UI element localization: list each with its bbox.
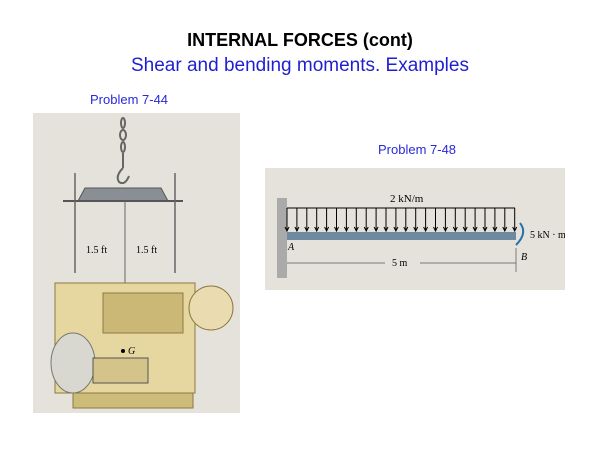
load-label: 2 kN/m: [390, 193, 424, 205]
load-arrow: [324, 208, 330, 233]
load-arrow: [314, 208, 320, 233]
load-arrow: [353, 208, 359, 233]
span-label: 5 m: [392, 258, 408, 269]
moment-arrow: [515, 222, 525, 246]
end-b: B: [521, 252, 527, 263]
chain-hook: [116, 117, 130, 185]
end-a: A: [287, 242, 295, 253]
load-arrow: [433, 208, 438, 233]
load-arrow: [304, 208, 310, 233]
cantilever-beam-figure: 2 kN/m 5 kN · m A B 5 m: [265, 168, 565, 290]
load-arrow: [334, 208, 339, 233]
load-arrow: [294, 208, 300, 233]
point-g: G: [128, 346, 135, 357]
engine-hoist-figure: 1.5 ft 1.5 ft G: [33, 113, 240, 413]
load-arrow: [373, 208, 379, 233]
load-arrow: [442, 208, 448, 233]
load-arrow: [423, 208, 429, 233]
problem-label-7-44: Problem 7-44: [90, 92, 169, 107]
wall-support: [277, 198, 287, 278]
load-arrow: [413, 208, 419, 233]
slide-title: INTERNAL FORCES (cont): [187, 30, 413, 50]
moment-label: 5 kN · m: [530, 230, 565, 241]
beam: [287, 232, 516, 240]
dim-right: 1.5 ft: [136, 245, 157, 256]
slide-subtitle: Shear and bending moments. Examples: [131, 55, 469, 76]
load-arrow: [502, 208, 508, 233]
load-arrow: [452, 208, 458, 233]
load-arrow: [472, 208, 478, 233]
load-arrow: [363, 208, 369, 233]
load-arrow: [383, 208, 389, 233]
problem-label-7-48: Problem 7-48: [378, 142, 457, 157]
load-arrow: [343, 208, 349, 233]
dim-left: 1.5 ft: [86, 245, 107, 256]
distributed-load-arrows: [284, 208, 518, 233]
load-arrow: [482, 208, 488, 233]
load-arrow: [403, 208, 409, 233]
spreader-bar: [77, 187, 169, 202]
load-arrow: [512, 208, 518, 233]
load-arrow: [492, 208, 498, 233]
load-arrow: [284, 208, 290, 233]
load-arrow: [462, 208, 468, 233]
load-arrow: [393, 208, 399, 233]
